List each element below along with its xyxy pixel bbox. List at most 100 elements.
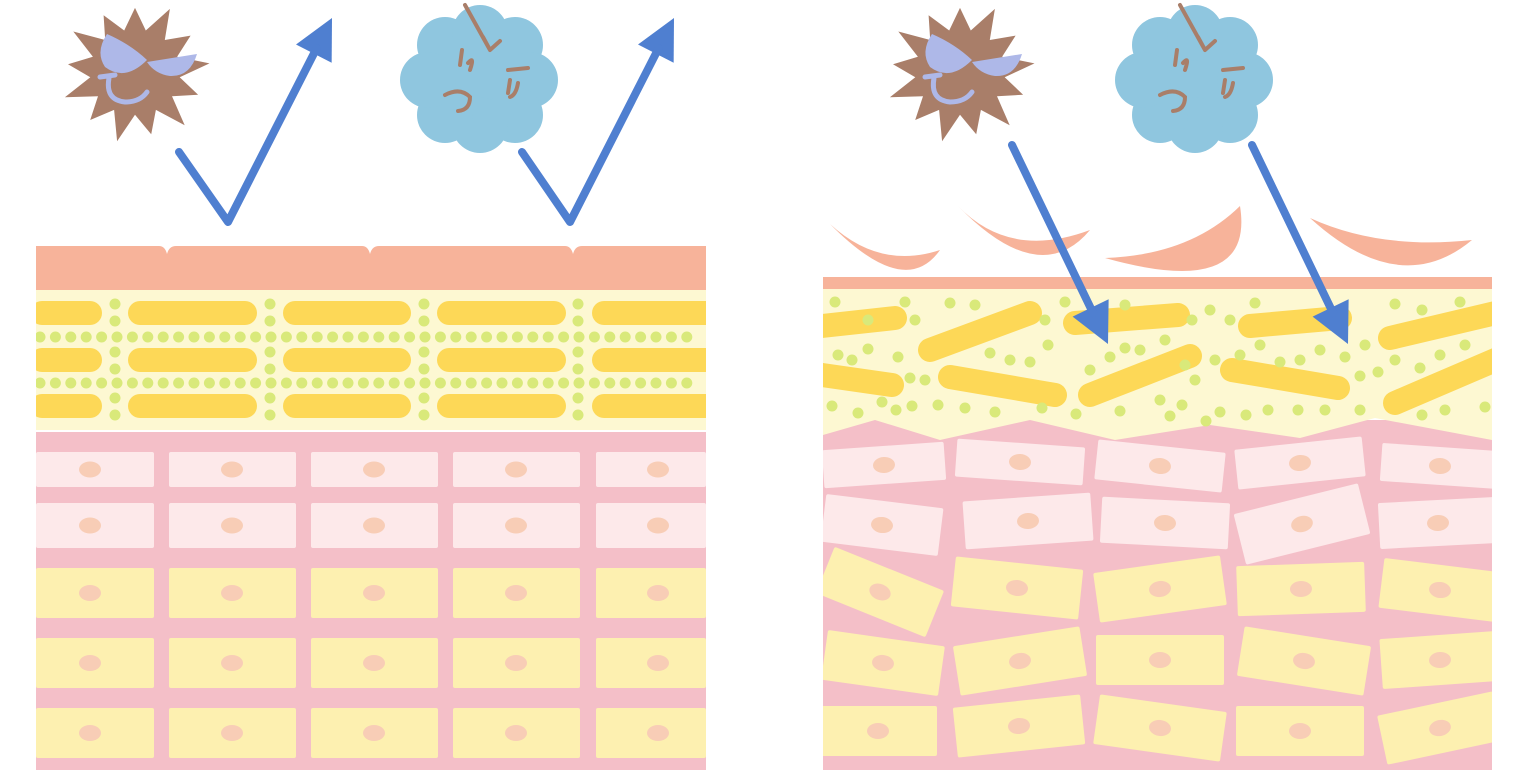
lipid-dot xyxy=(450,331,462,343)
skin-cell xyxy=(1236,706,1364,756)
lipid-dot xyxy=(904,372,916,384)
skin-cell xyxy=(453,708,580,758)
cell-nucleus xyxy=(647,725,669,741)
cell-nucleus xyxy=(1006,579,1028,597)
cell-nucleus xyxy=(363,655,385,671)
cell-nucleus xyxy=(1009,652,1031,670)
lipid-dot xyxy=(906,400,918,412)
lipid-dot xyxy=(1154,394,1166,406)
arrowhead xyxy=(1312,299,1349,344)
lipid-dot xyxy=(1479,401,1491,413)
lipid-dot xyxy=(388,331,400,343)
skin-cell xyxy=(169,568,296,618)
lipid-dot xyxy=(65,331,77,343)
lipid-dot xyxy=(188,331,200,343)
skin-cell xyxy=(1378,558,1492,622)
flake xyxy=(958,206,1090,255)
lipid-dot xyxy=(890,404,902,416)
lipid-dot xyxy=(434,377,446,389)
lipid-dot xyxy=(826,400,838,412)
cell-nucleus xyxy=(505,655,527,671)
lipid-dot xyxy=(111,377,123,389)
lipid-dot xyxy=(1339,351,1351,363)
cell-nucleus xyxy=(79,655,101,671)
lipid-dot xyxy=(111,331,123,343)
lipid-dot xyxy=(109,298,121,310)
skin-cell xyxy=(36,503,154,548)
lipid-dot xyxy=(650,331,662,343)
arrow-shaft xyxy=(1008,141,1098,318)
skin-cell xyxy=(453,638,580,688)
skin-cell xyxy=(311,568,438,618)
lipid-dot xyxy=(944,297,956,309)
lipid-dot xyxy=(511,331,523,343)
lipid-dot xyxy=(932,399,944,411)
lipid-dot xyxy=(264,346,276,358)
cell-nucleus xyxy=(1009,453,1031,471)
lipid-dot xyxy=(572,298,584,310)
lipid-bar xyxy=(128,301,257,325)
lipid-dot xyxy=(1059,296,1071,308)
germ-body xyxy=(400,52,456,108)
lipid-dot xyxy=(450,377,462,389)
lipid-dot xyxy=(404,377,416,389)
skin-cell xyxy=(823,630,945,696)
lipid-dot xyxy=(832,349,844,361)
lipid-dot xyxy=(264,298,276,310)
lipid-bar xyxy=(592,301,706,325)
germ-body xyxy=(889,7,1035,142)
cell-nucleus xyxy=(1429,457,1451,475)
lipid-dot xyxy=(1176,399,1188,411)
lipid-dot xyxy=(357,377,369,389)
lipid-dot xyxy=(650,377,662,389)
skin-cell xyxy=(311,708,438,758)
lipid-dot xyxy=(1039,314,1051,326)
lipid-dot xyxy=(36,331,46,343)
skin-cell xyxy=(596,452,706,487)
lipid-dot xyxy=(1164,410,1176,422)
lipid-dot xyxy=(109,409,121,421)
cell-nucleus xyxy=(505,585,527,601)
lipid-dot xyxy=(1186,314,1198,326)
lipid-dot xyxy=(527,377,539,389)
lipid-bar xyxy=(128,394,257,418)
skin-cell xyxy=(169,452,296,487)
skin-cell xyxy=(36,452,154,487)
skin-cell xyxy=(1379,631,1492,689)
lipid-lamellae xyxy=(36,298,706,421)
lipid-dot xyxy=(573,331,585,343)
germ-mouth xyxy=(922,72,975,105)
lipid-dot xyxy=(418,315,430,327)
cloud-germ-icon xyxy=(400,3,558,153)
lipid-dot xyxy=(876,396,888,408)
skin-cell xyxy=(311,503,438,548)
cell-nucleus xyxy=(79,725,101,741)
lipid-dot xyxy=(418,392,430,404)
lipid-dot xyxy=(1249,297,1261,309)
skin-cell xyxy=(453,568,580,618)
germ-brow xyxy=(463,3,502,52)
lipid-dot xyxy=(219,331,231,343)
lipid-bar xyxy=(128,348,257,372)
lipid-dot xyxy=(1354,370,1366,382)
lipid-dot xyxy=(681,331,693,343)
lipid-dot xyxy=(109,392,121,404)
spiky-germ-icon xyxy=(889,7,1035,142)
lipid-dot xyxy=(558,331,570,343)
skin-cell xyxy=(36,568,154,618)
lipid-dot xyxy=(1042,339,1054,351)
cell-nucleus xyxy=(221,585,243,601)
lipid-dot xyxy=(989,406,1001,418)
lipid-dot xyxy=(173,377,185,389)
lipid-bar xyxy=(592,348,706,372)
lipid-dot xyxy=(96,377,108,389)
cell-nucleus xyxy=(872,654,894,672)
germ-mouth xyxy=(1158,89,1188,113)
lipid-dot xyxy=(892,351,904,363)
arrowhead xyxy=(638,18,674,63)
cell-nucleus xyxy=(873,456,895,474)
skin-cell xyxy=(169,503,296,548)
skin-cell xyxy=(453,503,580,548)
lipid-dot xyxy=(296,331,308,343)
lipid-dot xyxy=(1134,344,1146,356)
